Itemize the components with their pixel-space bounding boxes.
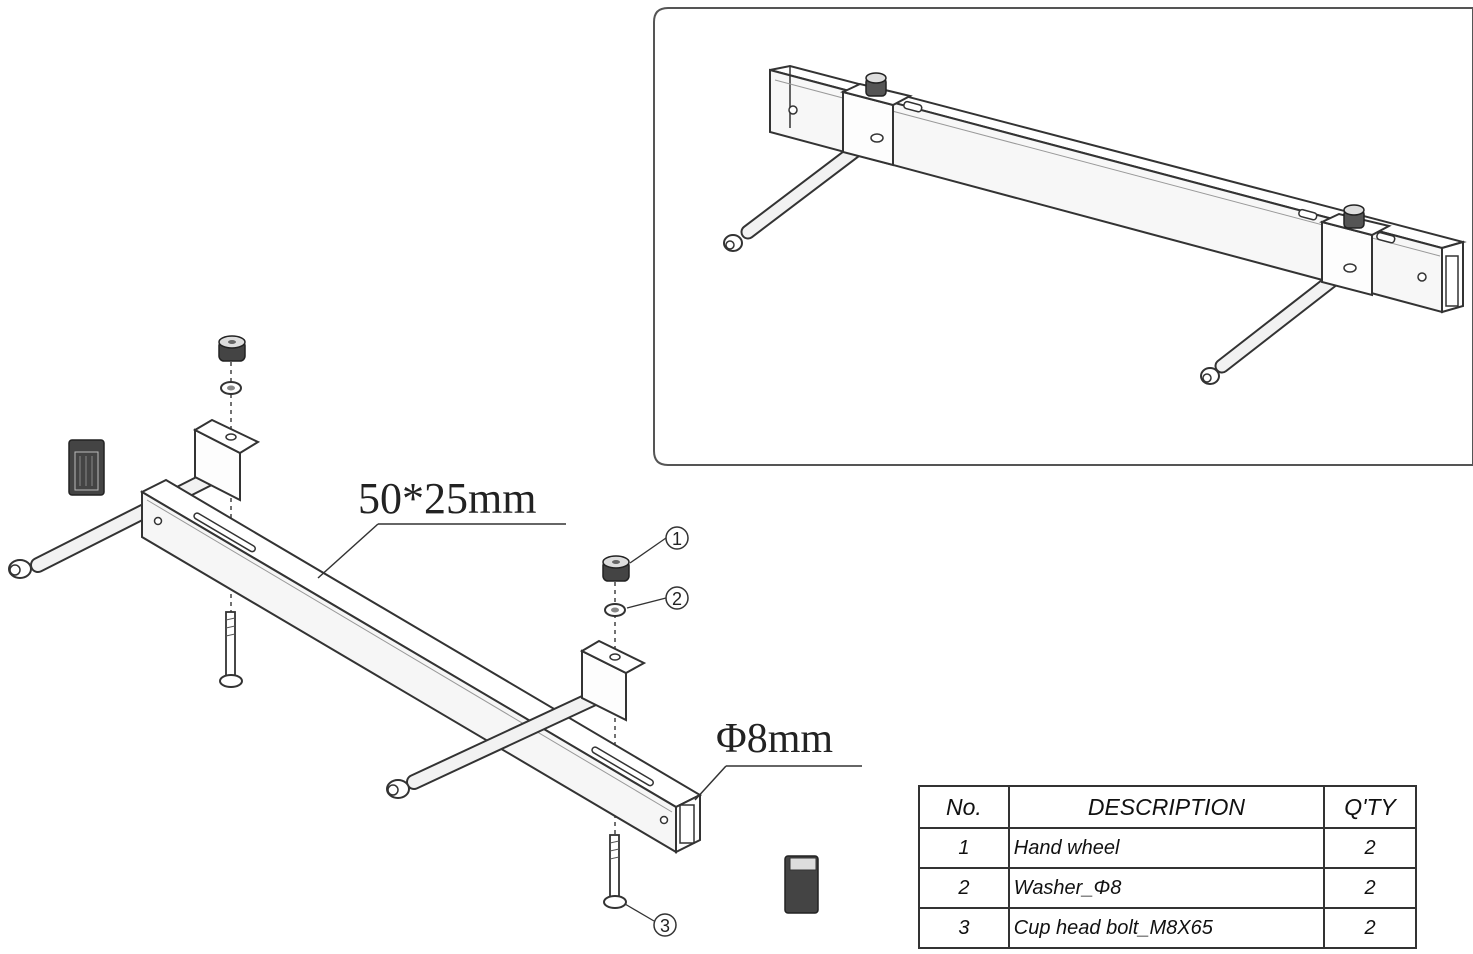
rod-left bbox=[8, 466, 226, 579]
cup-head-bolt-left bbox=[219, 611, 243, 688]
square-tube bbox=[139, 478, 703, 854]
callout-3-number: 3 bbox=[660, 916, 670, 936]
callout-2-number: 2 bbox=[672, 589, 682, 609]
header-description: DESCRIPTION bbox=[1007, 785, 1326, 829]
row-no: 3 bbox=[918, 907, 1010, 949]
assembled-view-inset bbox=[653, 7, 1473, 466]
parts-table-header: No. DESCRIPTION Q'TY bbox=[918, 785, 1417, 829]
row-no: 1 bbox=[918, 827, 1010, 869]
dimension-tube-size: 50*25mm bbox=[317, 474, 566, 579]
exploded-view: 50*25mm Φ8mm 1 2 3 bbox=[8, 335, 862, 937]
row-description: Hand wheel bbox=[1007, 827, 1326, 869]
dimension-rod-diameter: Φ8mm bbox=[694, 716, 862, 801]
end-cap-left bbox=[68, 439, 105, 496]
row-description: Washer_Φ8 bbox=[1007, 867, 1326, 909]
callout-2: 2 bbox=[626, 586, 689, 610]
row-qty: 2 bbox=[1323, 907, 1417, 949]
hand-wheel-left bbox=[218, 335, 246, 362]
row-qty: 2 bbox=[1323, 867, 1417, 909]
rod-right bbox=[386, 686, 611, 799]
washer-right bbox=[604, 603, 626, 617]
row-description: Cup head bolt_M8X65 bbox=[1007, 907, 1326, 949]
row-no: 2 bbox=[918, 867, 1010, 909]
header-no: No. bbox=[918, 785, 1010, 829]
bracket-right bbox=[579, 639, 647, 722]
callout-1: 1 bbox=[629, 526, 689, 564]
cup-head-bolt-right bbox=[603, 834, 627, 909]
rod-diameter-label: Φ8mm bbox=[716, 716, 833, 762]
row-qty: 2 bbox=[1323, 827, 1417, 869]
washer-left bbox=[220, 381, 242, 395]
table-row: 3 Cup head bolt_M8X65 2 bbox=[918, 907, 1417, 949]
assembled-bracket-right bbox=[1319, 204, 1392, 297]
callout-1-number: 1 bbox=[672, 529, 682, 549]
assembled-rod-right bbox=[1200, 260, 1356, 385]
inset-frame bbox=[653, 7, 1473, 466]
table-row: 1 Hand wheel 2 bbox=[918, 827, 1417, 869]
callout-3: 3 bbox=[624, 903, 677, 937]
parts-table: No. DESCRIPTION Q'TY 1 Hand wheel 2 2 Wa… bbox=[918, 785, 1417, 949]
table-row: 2 Washer_Φ8 2 bbox=[918, 867, 1417, 909]
bracket-left bbox=[192, 418, 261, 502]
end-cap-right bbox=[784, 855, 819, 914]
assembled-bracket-left bbox=[840, 72, 913, 167]
hand-wheel-right bbox=[602, 555, 630, 582]
tube-size-label: 50*25mm bbox=[358, 474, 536, 523]
header-qty: Q'TY bbox=[1323, 785, 1417, 829]
